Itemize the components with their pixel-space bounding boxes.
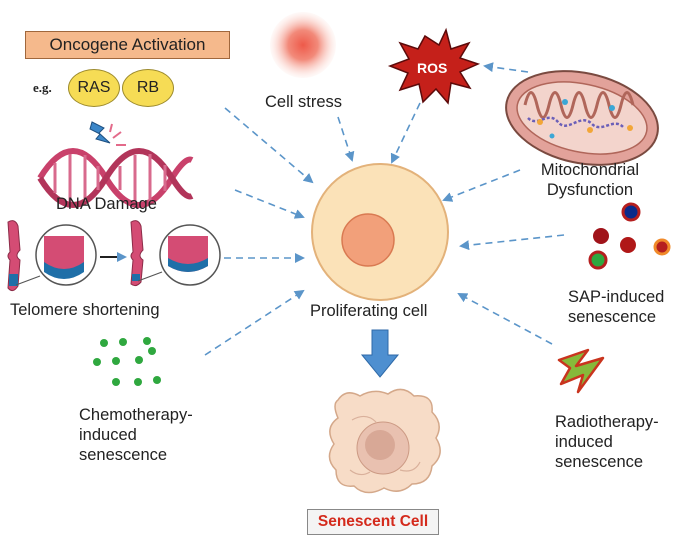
arrow-oncogene — [224, 107, 314, 184]
chromosome-icon — [7, 220, 221, 292]
arrow-dna — [234, 189, 305, 219]
arrows — [204, 62, 565, 356]
ras-oval: RAS — [68, 69, 120, 107]
stress-glow-icon — [270, 12, 336, 78]
chemo-label: Chemotherapy- induced senescence — [79, 406, 193, 464]
mito-label: Mitochondrial Dysfunction — [540, 161, 640, 199]
ros-label: ROS — [417, 60, 448, 76]
arrow-mito — [442, 169, 521, 202]
arrow-ros — [390, 102, 421, 164]
sap-label: SAP-induced senescence — [568, 288, 665, 326]
arrow-sap — [459, 234, 565, 251]
dna-helix-icon — [37, 148, 194, 208]
cell-stress-label: Cell stress — [265, 93, 343, 111]
proliferating-cell-label: Proliferating cell — [310, 302, 428, 320]
down-arrow-icon — [360, 329, 400, 378]
chemo-dots-icon — [93, 337, 161, 386]
arrow-mito-ros — [483, 62, 529, 73]
senescent-cell-label: Senescent Cell — [307, 509, 439, 535]
lightning-bolt-icon — [89, 121, 111, 144]
radio-label: Radiotherapy- induced senescence — [555, 413, 659, 471]
telomere-label: Telomere shortening — [10, 301, 160, 319]
ros-star-icon — [387, 27, 481, 105]
radiation-bolt-icon — [557, 348, 605, 394]
eg-label: e.g. — [33, 80, 52, 95]
sap-particles-icon — [588, 202, 671, 270]
senescent-cell-icon — [328, 388, 441, 494]
spark-lines — [109, 123, 126, 146]
arrow-cell-stress — [337, 116, 355, 162]
proliferating-cell-icon — [311, 163, 449, 301]
arrow-radio — [457, 293, 553, 345]
mitochondrion-icon — [505, 70, 659, 166]
dna-damage-label: DNA Damage — [56, 195, 157, 213]
arrow-chemo — [204, 289, 305, 356]
rb-oval: RB — [122, 69, 174, 107]
oncogene-activation-box: Oncogene Activation — [25, 31, 230, 59]
